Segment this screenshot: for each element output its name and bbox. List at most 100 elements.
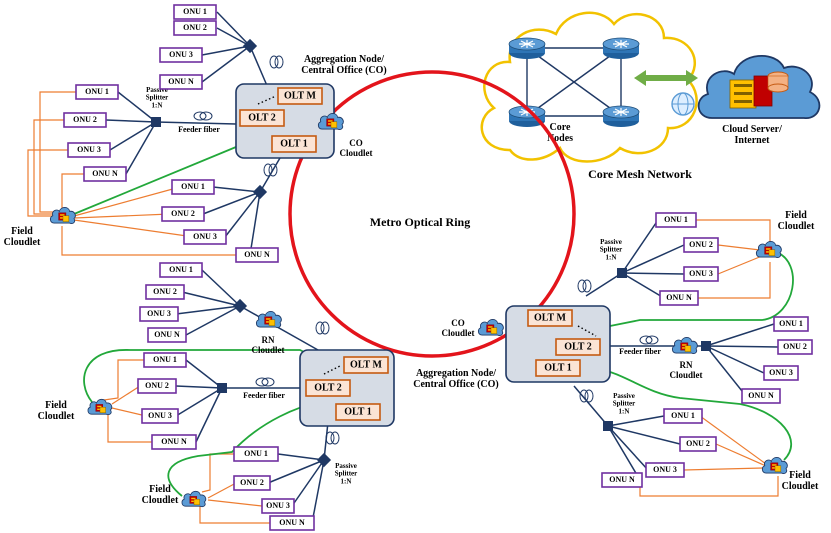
onu-box: ONU 1 <box>663 408 703 424</box>
co-label: Aggregation Node/Central Office (CO) <box>413 368 499 390</box>
svg-text:ONU N: ONU N <box>161 437 187 446</box>
fiber-coil-icon <box>193 55 284 177</box>
passive-splitter <box>232 298 248 314</box>
svg-text:ONU 1: ONU 1 <box>779 319 803 328</box>
onu-box: ONU 2 <box>161 206 205 222</box>
svg-text:ONU 3: ONU 3 <box>769 368 793 377</box>
svg-text:OLT 1: OLT 1 <box>344 406 372 417</box>
svg-text:OLT M: OLT M <box>284 90 317 101</box>
svg-text:ONU 3: ONU 3 <box>169 50 193 59</box>
svg-text:ONU N: ONU N <box>666 293 692 302</box>
onu-box: ONU 1 <box>75 84 119 100</box>
svg-text:ONU 2: ONU 2 <box>689 240 713 249</box>
onu-box: ONU 2 <box>137 378 177 394</box>
onu-box: ONU 3 <box>139 306 179 322</box>
core-router-icon <box>602 37 640 60</box>
onu-box: ONU N <box>151 434 197 450</box>
onu-box: ONU 1 <box>171 179 215 195</box>
rn-cloudlet-icon <box>671 337 698 354</box>
svg-text:OLT 1: OLT 1 <box>280 138 308 149</box>
core-router-icon <box>602 105 640 128</box>
fiber-coil-icon <box>577 279 659 403</box>
svg-text:ONU N: ONU N <box>244 250 270 259</box>
svg-text:ONU N: ONU N <box>279 518 305 527</box>
onu-box: ONU 3 <box>261 498 295 514</box>
svg-text:ONU 1: ONU 1 <box>664 215 688 224</box>
co-label: Aggregation Node/Central Office (CO) <box>301 54 387 76</box>
core-mesh-title: Core Mesh Network <box>588 167 692 181</box>
onu-box: ONU N <box>147 327 187 343</box>
globe-icon <box>671 92 695 116</box>
bottom-node-links <box>83 269 329 524</box>
svg-text:ONU 1: ONU 1 <box>671 411 695 420</box>
svg-text:ONU 3: ONU 3 <box>77 145 101 154</box>
onu-box: ONU 3 <box>159 47 203 63</box>
svg-text:ONU 2: ONU 2 <box>686 439 710 448</box>
passive-splitter <box>217 383 227 393</box>
svg-text:OLT 2: OLT 2 <box>564 341 592 352</box>
olt-2: OLT 2 <box>239 109 285 127</box>
svg-text:OLT 1: OLT 1 <box>544 362 572 373</box>
svg-text:ONU 2: ONU 2 <box>145 381 169 390</box>
co-cloudlet-icon <box>477 319 504 336</box>
svg-text:ONU 2: ONU 2 <box>783 342 807 351</box>
svg-text:ONU 1: ONU 1 <box>153 355 177 364</box>
onu-box: ONU 2 <box>145 284 185 300</box>
svg-text:OLT M: OLT M <box>350 359 383 370</box>
ring-label: Metro Optical Ring <box>370 215 470 229</box>
onu-box: ONU 2 <box>679 436 717 452</box>
onu-box: ONU 1 <box>159 262 203 278</box>
feeder-fiber-label: Feeder fiber <box>243 391 285 400</box>
onu-box: ONU 1 <box>655 212 697 228</box>
feeder-fiber-label: Feeder fiber <box>619 347 661 356</box>
rn-cloudlet-icon <box>255 311 282 328</box>
passive-splitter <box>252 184 268 200</box>
onu-box: ONU 3 <box>141 408 179 424</box>
svg-text:ONU 2: ONU 2 <box>240 478 264 487</box>
svg-text:ONU N: ONU N <box>92 169 118 178</box>
onu-box: ONU 2 <box>777 339 813 355</box>
svg-text:OLT 2: OLT 2 <box>314 382 342 393</box>
onu-box: ONU 2 <box>233 475 271 491</box>
cloud-server-label: Cloud Server/Internet <box>722 124 782 146</box>
svg-text:ONU 3: ONU 3 <box>147 309 171 318</box>
svg-text:ONU 3: ONU 3 <box>148 411 172 420</box>
onu-box: ONU N <box>83 166 127 182</box>
svg-text:OLT 2: OLT 2 <box>248 112 276 123</box>
onu-box: ONU 1 <box>773 316 809 332</box>
olt-2: OLT 2 <box>555 338 601 356</box>
olt-m: OLT M <box>527 309 573 327</box>
onu-box: ONU 3 <box>183 229 227 245</box>
right-node-links <box>573 219 794 497</box>
feeder-fiber-label: Feeder fiber <box>178 125 220 134</box>
svg-text:OLT M: OLT M <box>534 312 567 323</box>
onu-box: ONU N <box>269 515 315 531</box>
svg-text:ONU 1: ONU 1 <box>169 265 193 274</box>
onu-box: ONU N <box>159 74 203 90</box>
onu-box: ONU 3 <box>683 266 719 282</box>
olt-m: OLT M <box>343 356 389 374</box>
onu-box: ONU 3 <box>67 142 111 158</box>
field-cloudlet-icon <box>755 241 782 258</box>
olt-1: OLT 1 <box>271 135 317 153</box>
passive-splitter <box>701 341 711 351</box>
onu-box: ONU N <box>659 290 699 306</box>
svg-text:ONU 1: ONU 1 <box>181 182 205 191</box>
fiber-coil-icon <box>255 321 340 445</box>
svg-text:ONU 3: ONU 3 <box>193 232 217 241</box>
svg-text:ONU 2: ONU 2 <box>73 115 97 124</box>
onu-box: ONU N <box>601 472 643 488</box>
onu-box: ONU 3 <box>763 365 799 381</box>
